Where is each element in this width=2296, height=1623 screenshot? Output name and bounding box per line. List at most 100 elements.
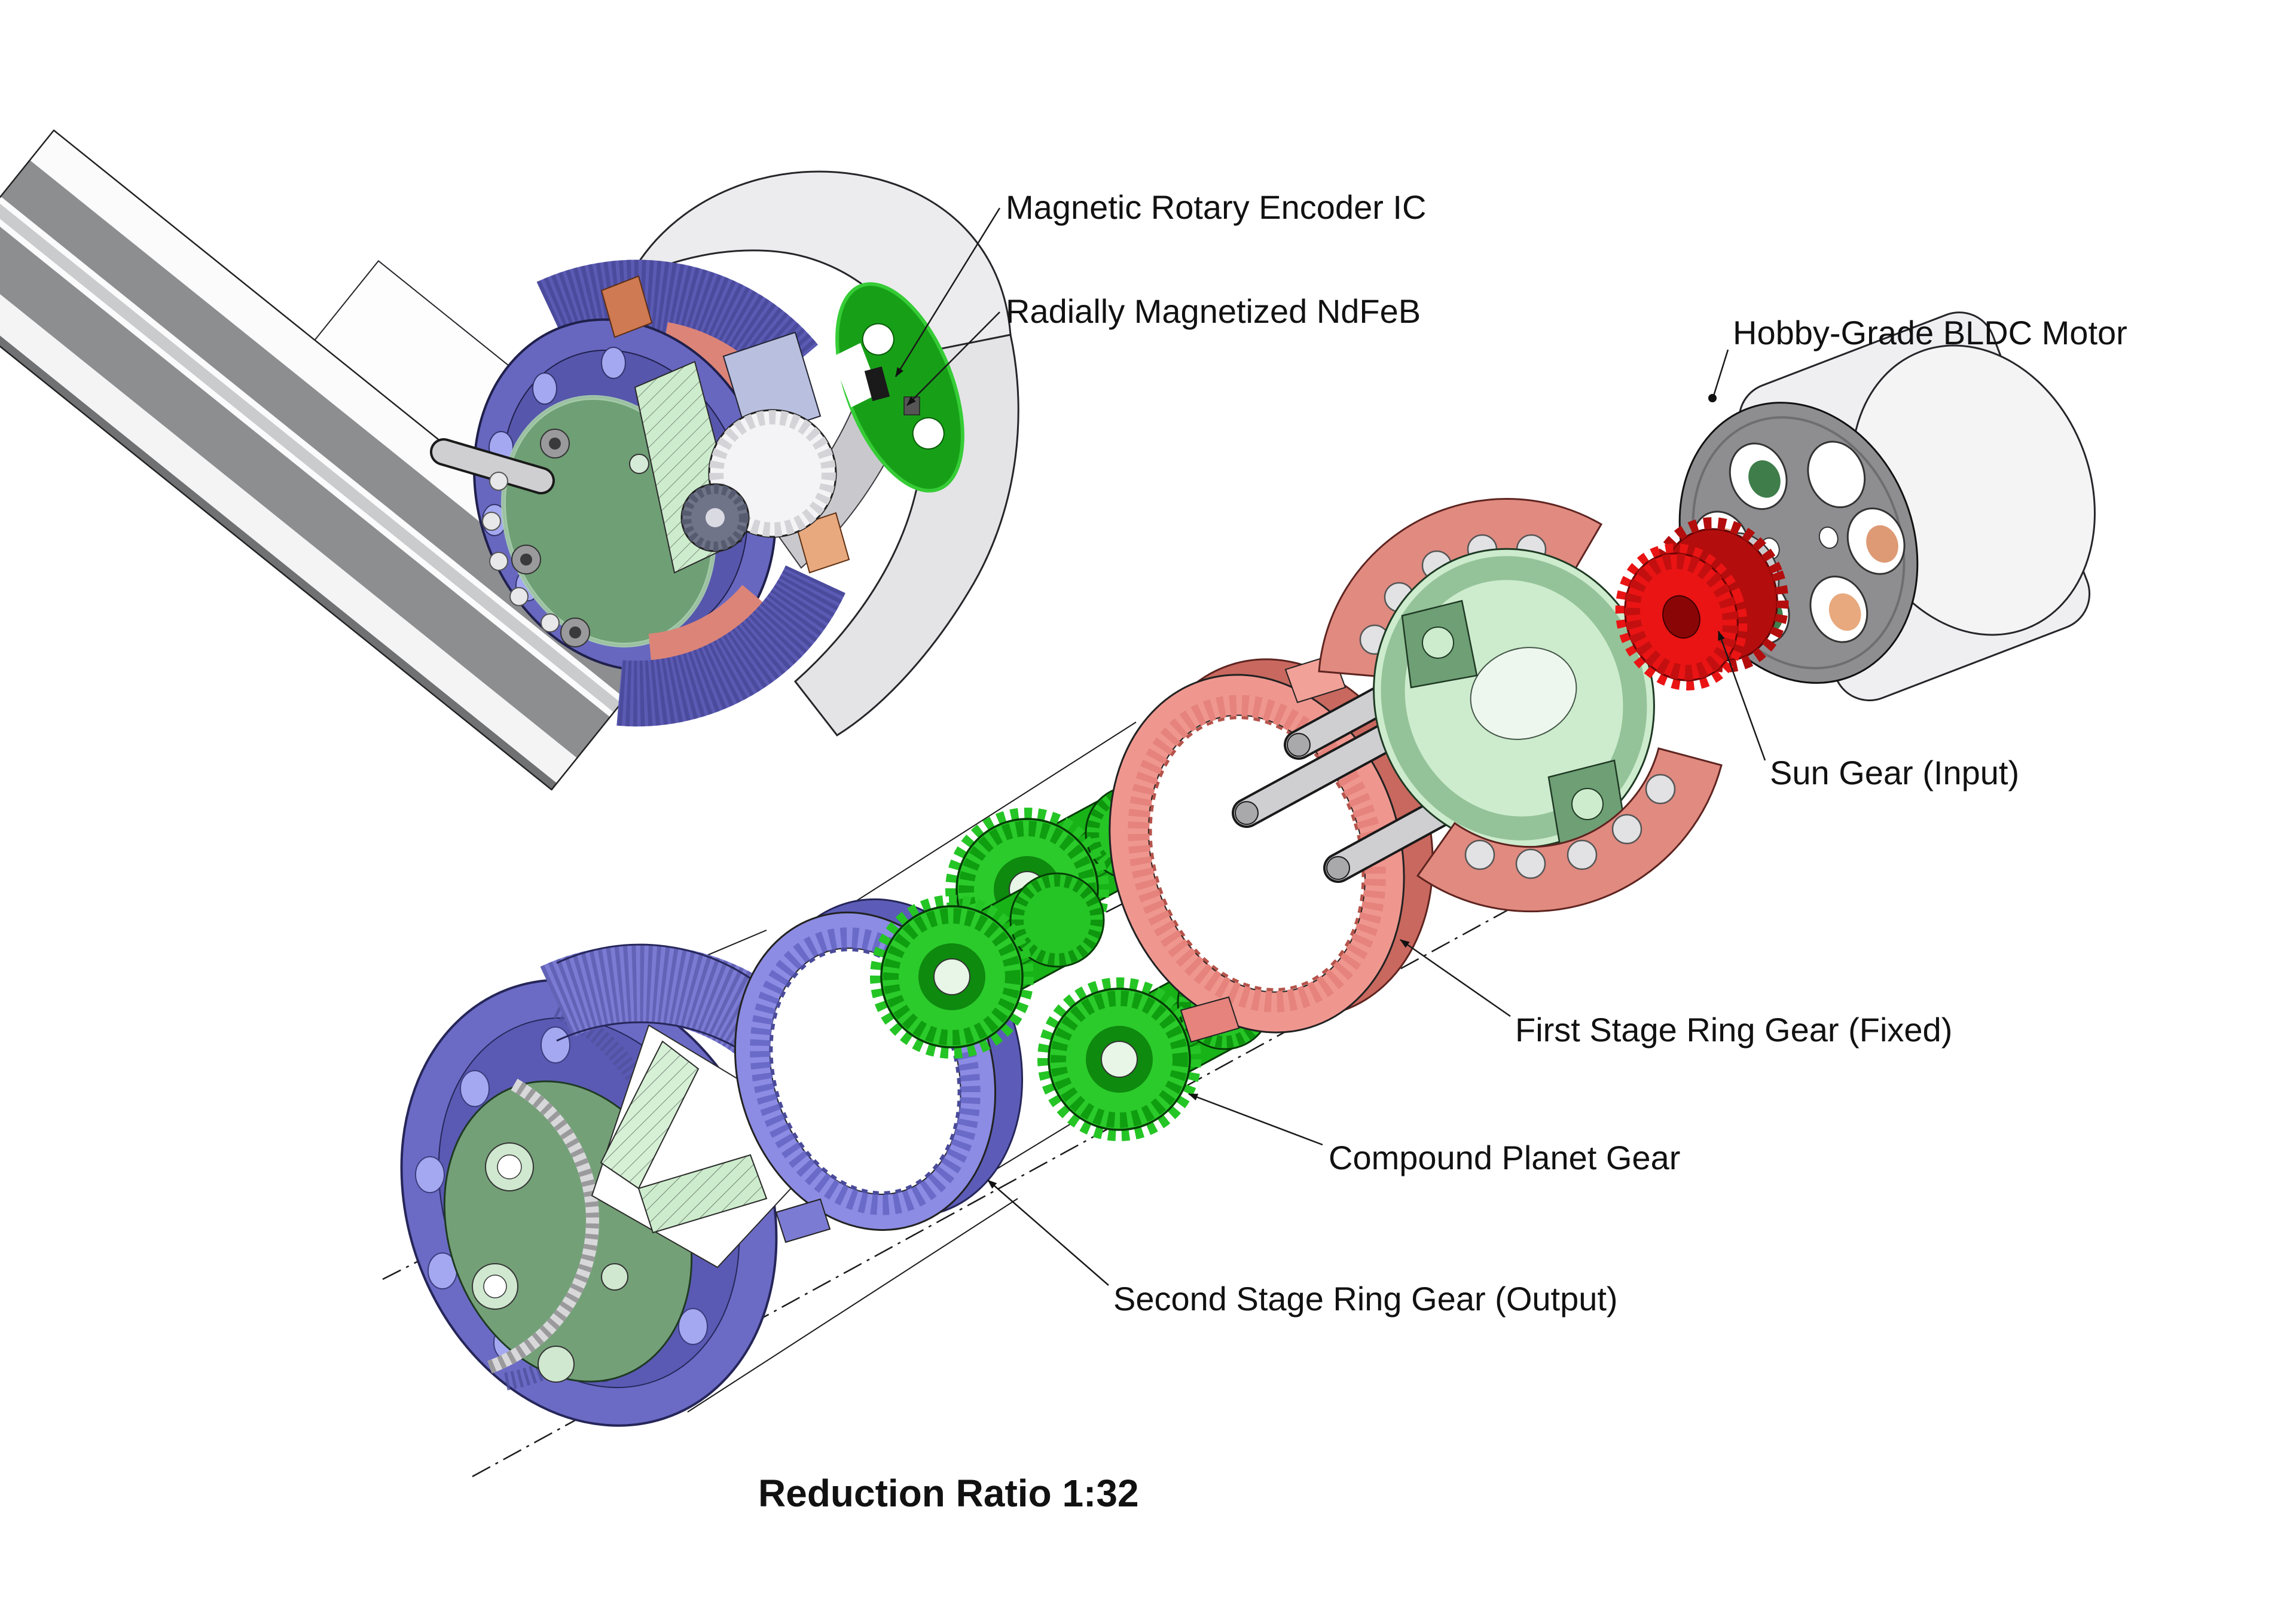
- gear-bore: [1101, 1041, 1138, 1078]
- bolt-hole: [460, 1070, 490, 1107]
- gear-face-teeth: [883, 908, 1021, 1046]
- sun-gear-bore: [1662, 595, 1700, 639]
- label-ring-gear-2: Second Stage Ring Gear (Output): [1113, 1280, 1618, 1318]
- winding-copper: [1828, 593, 1861, 631]
- stator-green: [1748, 460, 1781, 498]
- bolt-hole: [678, 1308, 708, 1345]
- rotor-hole: [1807, 441, 1866, 509]
- bearing-ball: [541, 613, 560, 632]
- extrusion-rail: [0, 201, 622, 713]
- compound-planet-gear: [870, 872, 1105, 1059]
- bearing-ball: [1515, 848, 1546, 879]
- screw-hex: [520, 554, 532, 566]
- sun-gear-teeth: [1624, 553, 1739, 681]
- gear-outer-teeth: [870, 895, 1034, 1059]
- extrusion-strip: [0, 256, 578, 784]
- extrusion-groove: [0, 215, 610, 759]
- leader-lines: [894, 207, 1766, 1286]
- extrusion-edge: [0, 281, 557, 790]
- pcb-notch: [832, 343, 880, 408]
- bearing-ball: [482, 512, 501, 531]
- magnet-ring-bottom: [648, 585, 765, 662]
- leader-magnet: [906, 311, 1000, 406]
- label-ring-gear-1: First Stage Ring Gear (Fixed): [1515, 1011, 1952, 1049]
- ribbed-drum-top-ribs: [536, 259, 819, 392]
- disc-counterbore-inner: [483, 1274, 507, 1298]
- sun-gear: [1615, 517, 1789, 690]
- pcb-hole: [862, 323, 894, 356]
- bolt-hole: [541, 1026, 570, 1063]
- label-sun-gear: Sun Gear (Input): [1770, 754, 2019, 791]
- rotor-hole-small: [1818, 526, 1839, 549]
- leader-ring2: [987, 1179, 1109, 1286]
- stator-lamination: [722, 331, 822, 441]
- leader-planet: [1188, 1093, 1323, 1146]
- housing-cap-ribs: [540, 945, 792, 1060]
- sun-gear-rear-teeth: [1649, 517, 1789, 673]
- ring2-tab: [775, 1198, 831, 1243]
- callout-labels: Magnetic Rotary Encoder IC Radially Magn…: [758, 188, 2127, 1515]
- bolt-hole: [601, 347, 626, 379]
- bearing-ball: [1464, 839, 1495, 870]
- screw-hex: [569, 626, 581, 638]
- cut-section-mint-hatch: [639, 1155, 767, 1233]
- internal-sun-bore: [706, 508, 725, 527]
- ribbed-drum-bottom-ribs: [616, 565, 845, 727]
- encoder-ic-chip: [864, 366, 890, 401]
- gear-small-end: [1009, 872, 1105, 968]
- gear-small-teeth: [1012, 875, 1103, 965]
- planet-pin-end: [1326, 856, 1350, 880]
- assembled-bearing-balls: [482, 472, 560, 632]
- bolt-hole: [415, 1156, 445, 1193]
- ring1-teeth-tips: [1149, 716, 1365, 991]
- bolt-hole: [532, 372, 557, 405]
- internal-sun-teeth: [682, 484, 749, 551]
- planet-pin-assembled: [432, 441, 552, 492]
- carrier-plate-hole: [1422, 626, 1454, 659]
- leader-motor: [1712, 349, 1729, 396]
- housing-cap-outline: [556, 943, 767, 992]
- label-bldc-motor: Hobby-Grade BLDC Motor: [1733, 314, 2127, 352]
- gear-outer-teeth: [1037, 977, 1201, 1141]
- internal-planet-teeth: [709, 410, 836, 537]
- ring1-teeth: [1128, 695, 1386, 1013]
- planet-pin-end: [1287, 733, 1311, 757]
- leader-motor-dot: [1708, 394, 1717, 402]
- copper-winding: [795, 512, 850, 574]
- label-ndfeb-magnet: Radially Magnetized NdFeB: [1006, 292, 1421, 330]
- bearing-balls-bottom: [1464, 774, 1676, 879]
- extrusion-strip: [0, 196, 625, 704]
- copper-winding: [600, 275, 653, 338]
- gear-outer-teeth: [945, 808, 1109, 971]
- bearing-ball: [509, 587, 529, 606]
- cut-section-mint-hatch: [601, 1041, 698, 1188]
- extrusion-strip: [0, 210, 614, 717]
- bearing-ball: [1567, 839, 1598, 870]
- encoder-pcb: [832, 282, 964, 493]
- label-planet-gear: Compound Planet Gear: [1329, 1139, 1680, 1176]
- gear-bore: [933, 958, 970, 995]
- pcb-hole: [912, 417, 945, 450]
- assembled-actuator: [430, 170, 1019, 736]
- disc-hole: [629, 454, 649, 474]
- output-bearing-balls: [487, 1078, 600, 1374]
- extrusion-outline: [0, 129, 679, 791]
- bearing-ball: [489, 472, 508, 491]
- bearing-ball: [1645, 774, 1676, 805]
- housing-knurl: [504, 1000, 678, 1390]
- carrier-plate-hole: [1571, 788, 1604, 820]
- label-encoder-ic: Magnetic Rotary Encoder IC: [1006, 188, 1426, 226]
- disc-hole: [538, 1346, 575, 1383]
- projection-line: [687, 1198, 1018, 1413]
- planet-pin-end: [1235, 801, 1259, 825]
- gear-face-teeth: [1051, 991, 1188, 1128]
- output-disc-holes: [472, 1142, 628, 1383]
- winding-copper: [1866, 525, 1898, 563]
- screw-hex: [549, 438, 561, 450]
- bearing-ball: [489, 552, 508, 571]
- leader-sun-gear: [1717, 631, 1766, 761]
- disc-hole: [601, 1263, 628, 1291]
- disc-counterbore-inner: [497, 1154, 522, 1179]
